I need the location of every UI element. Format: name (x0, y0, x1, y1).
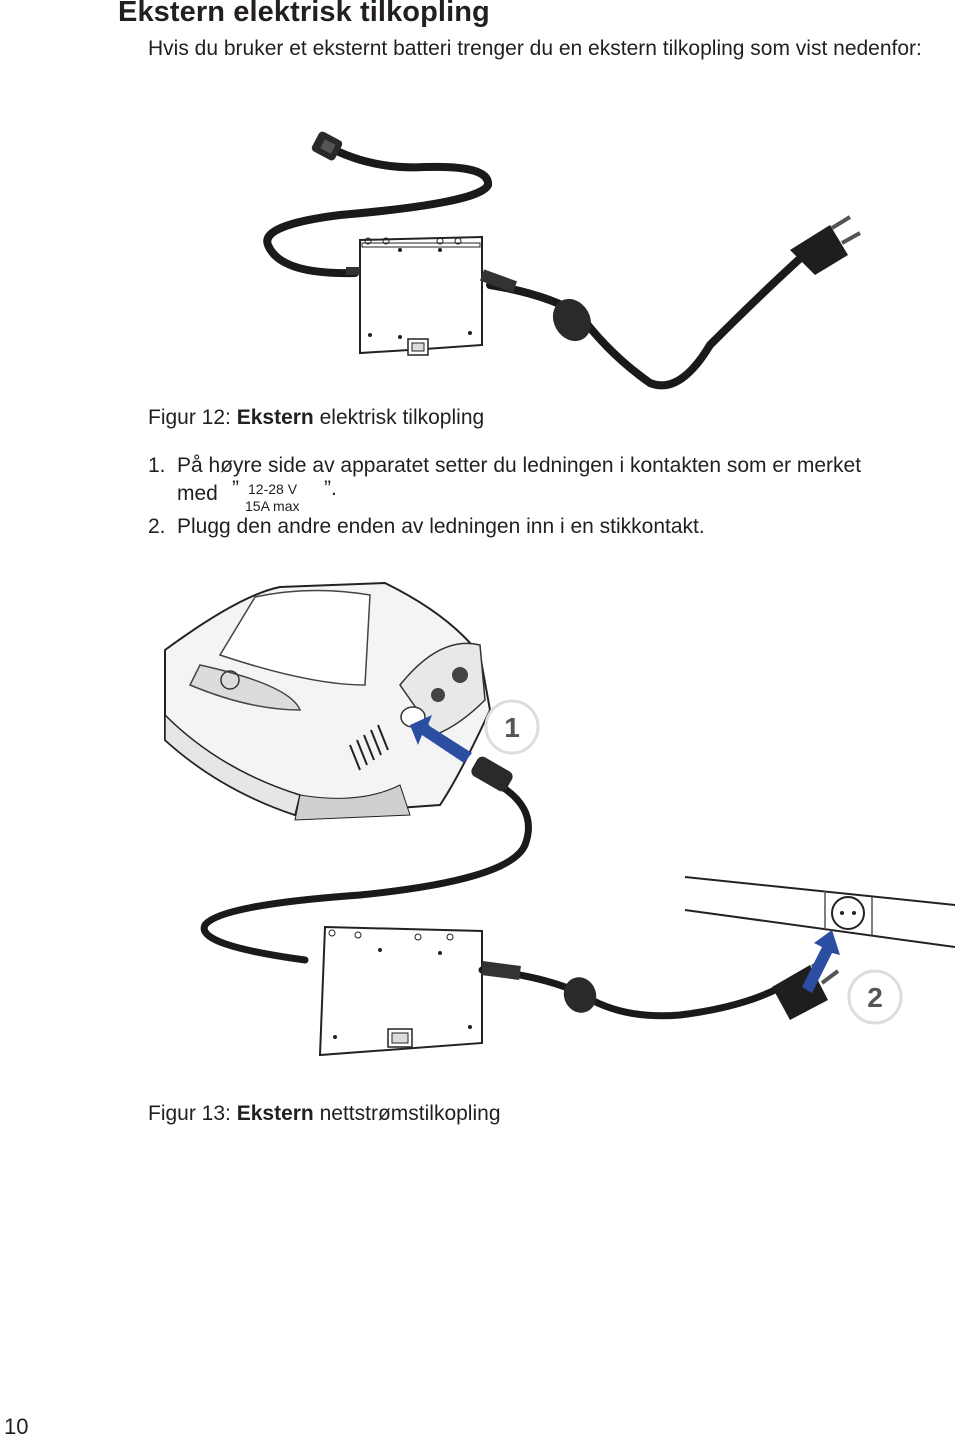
step-2-badge-label: 2 (867, 982, 883, 1013)
power-adapter-icon (318, 925, 483, 1057)
voltage-rating-label: 12-28 V 15A max (245, 481, 299, 515)
rating-line-2: 15A max (245, 498, 300, 514)
mains-plug-icon (790, 215, 861, 275)
step-1-text: På høyre side av apparatet setter du led… (177, 454, 862, 477)
figure-12-label: Figur 12: (148, 406, 231, 429)
intro-paragraph: Hvis du bruker et eksternt batteri treng… (148, 37, 922, 60)
section-heading: Ekstern elektrisk tilkopling (118, 0, 490, 28)
open-quote: ” (232, 477, 239, 500)
figure-12-bold: Ekstern (236, 406, 314, 429)
close-quote: ”. (324, 477, 337, 500)
arrow-2-icon (802, 930, 840, 993)
figure-12-rest: elektrisk tilkopling (319, 406, 485, 429)
figure-13-illustration: 1 2 (164, 581, 955, 1057)
figure-13-rest: nettstrømstilkopling (319, 1102, 501, 1125)
step-2-text: Plugg den andre enden av ledningen inn i… (177, 515, 705, 538)
step-2-badge: 2 (847, 969, 903, 1025)
power-adapter-icon (346, 235, 483, 356)
figure-13-bold: Ekstern (236, 1102, 314, 1125)
figure-12-illustration (263, 131, 861, 390)
step-1: 1. På høyre side av apparatet setter du l… (148, 451, 861, 481)
arrow-1-icon (410, 715, 472, 763)
step-1-number: 1. (148, 454, 166, 477)
figure-12-caption: Figur 12: Ekstern elektrisk tilkopling (148, 406, 484, 430)
figure-13-label: Figur 13: (148, 1102, 231, 1125)
dc-plug-icon (311, 131, 343, 161)
step-2-number: 2. (148, 515, 166, 538)
rating-line-1: 12-28 V (248, 481, 298, 497)
step-1-badge: 1 (484, 699, 540, 755)
page-number: 10 (4, 1414, 29, 1439)
wall-socket-icon (684, 876, 955, 948)
figure-13-caption: Figur 13: Ekstern nettstrømstilkopling (148, 1102, 501, 1126)
step-1-badge-label: 1 (504, 712, 520, 743)
step-1-med: med (177, 482, 218, 505)
step-2: 2. Plugg den andre enden av ledningen inn… (148, 512, 705, 542)
device-icon (164, 581, 492, 821)
